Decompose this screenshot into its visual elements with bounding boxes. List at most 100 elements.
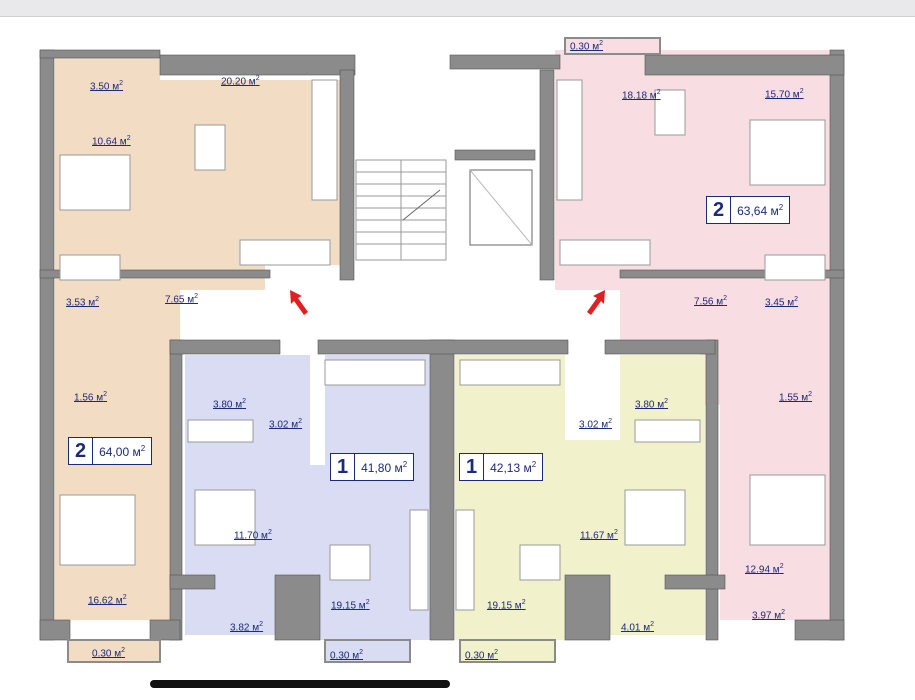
room-area-label: 11.67 м2: [580, 529, 618, 542]
apartment-tag: 2 63,64 м2: [706, 196, 791, 224]
wall-bottom-left: [39, 619, 71, 641]
wall-core-right: [539, 69, 555, 281]
room-area-label: 19.15 м2: [487, 599, 526, 612]
apartment-tag: 1 42,13 м2: [459, 453, 544, 481]
kitchen-left: [311, 79, 338, 201]
wall-corridor-bottom-left: [169, 339, 281, 355]
apartment-area: 64,00 м2: [99, 443, 146, 459]
bed-right-top: [749, 119, 826, 186]
balcony-bottom-left: [67, 639, 161, 663]
room-area-label: 3.45 м2: [765, 296, 799, 309]
apartment-rooms: 2: [69, 438, 94, 464]
wall-bottom-left-b: [149, 619, 181, 641]
stair-core-fill: [340, 80, 555, 340]
room-area-label: 16.62 м2: [88, 594, 127, 607]
entry-arrow-left: [290, 290, 308, 315]
wall-bottom-mid-r: [564, 574, 611, 641]
balcony-bottom-mid-left: [324, 639, 411, 663]
room-area-label: 3.02 м2: [269, 418, 303, 431]
room-area-label: 3.53 м2: [66, 296, 100, 309]
sofa-right: [559, 239, 651, 266]
table-yellow: [519, 544, 561, 581]
sofa-yellow: [459, 359, 561, 386]
room-area-label: 0.30 м2: [465, 649, 499, 662]
wall-corridor-bottom-right: [604, 339, 716, 355]
wall-bottom-mid: [274, 574, 321, 641]
table-left: [194, 124, 226, 171]
bed-left-bottom: [59, 494, 136, 566]
wall-top-right: [644, 54, 845, 76]
home-indicator-bar: [150, 680, 450, 688]
sofa-left: [239, 239, 331, 266]
outer-wall-right: [829, 49, 845, 641]
wall-elevator: [454, 149, 536, 161]
room-area-label: 18.18 м2: [622, 89, 661, 102]
room-area-label: 7.56 м2: [694, 295, 728, 308]
balcony-top-right: [564, 37, 661, 55]
outer-wall-left: [39, 49, 55, 641]
room-area-label: 3.02 м2: [579, 418, 613, 431]
room-area-label: 1.55 м2: [779, 391, 813, 404]
kitchen-right: [556, 79, 583, 201]
wall-top-left-b: [159, 54, 356, 76]
room-area-label: 3.50 м2: [90, 80, 124, 93]
room-area-label: 7.65 м2: [165, 293, 199, 306]
wall-mid-left: [39, 269, 271, 279]
room-area-label: 19.15 м2: [331, 599, 370, 612]
bath-left: [59, 254, 121, 281]
entry-arrow-right: [587, 290, 605, 315]
bath-yellow: [634, 419, 701, 443]
wall-unit-divider-left: [169, 339, 183, 641]
wall-bottom-right-b: [794, 619, 845, 641]
room-area-label: 0.30 м2: [92, 647, 126, 660]
table-blue: [329, 544, 371, 581]
bed-right-bottom: [749, 474, 826, 546]
wall-bottom-right: [664, 574, 726, 590]
room-area-label: 15.70 м2: [765, 88, 804, 101]
wall-unit-divider-center: [429, 339, 455, 641]
wall-core-top: [449, 54, 561, 70]
apartment-area: 41,80 м2: [361, 459, 408, 475]
apartment-tag: 1 41,80 м2: [330, 453, 415, 481]
room-area-label: 12.94 м2: [745, 563, 784, 576]
wall-core-left: [339, 69, 355, 281]
bed-yellow: [624, 489, 686, 546]
apartment-rooms: 1: [331, 454, 356, 480]
room-area-label: 0.30 м2: [330, 649, 364, 662]
entry-arrows: [290, 290, 605, 315]
room-area-label: 3.82 м2: [230, 621, 264, 634]
room-area-label: 1.56 м2: [74, 391, 108, 404]
wall-top-left: [39, 49, 161, 59]
bath-blue: [187, 419, 254, 443]
room-area-label: 0.30 м2: [570, 40, 604, 53]
walls: [39, 49, 845, 641]
elevator-shaft: [469, 169, 533, 246]
balcony-bottom-mid-right: [459, 639, 556, 663]
kitchen-blue: [409, 509, 429, 611]
apartment-rooms: 1: [460, 454, 485, 480]
apartment-area: 42,13 м2: [490, 459, 537, 475]
sofa-blue: [324, 359, 426, 386]
apartment-area: 63,64 м2: [737, 202, 784, 218]
stair-flight-right: [400, 159, 447, 261]
balconies: [67, 37, 661, 663]
room-area-label: 10.64 м2: [92, 135, 131, 148]
room-area-label: 3.97 м2: [752, 609, 786, 622]
apartment-tag: 2 64,00 м2: [68, 437, 153, 465]
wall-bottom-left-c: [169, 574, 216, 590]
wall-corridor-bottom-mid: [317, 339, 569, 355]
staircase: [355, 159, 533, 261]
top-status-bar: [0, 0, 915, 17]
room-area-label: 3.80 м2: [213, 398, 247, 411]
table-right: [654, 89, 686, 136]
room-area-label: 11.70 м2: [234, 529, 272, 542]
kitchen-yellow: [455, 509, 475, 611]
room-area-label: 20.20 м2: [221, 75, 260, 88]
apartment-rooms: 2: [707, 197, 732, 223]
room-area-label: 4.01 м2: [621, 621, 655, 634]
wall-mid-right: [619, 269, 845, 279]
furniture: [59, 79, 826, 611]
bath-right: [764, 254, 826, 281]
bed-left-top: [59, 154, 131, 211]
